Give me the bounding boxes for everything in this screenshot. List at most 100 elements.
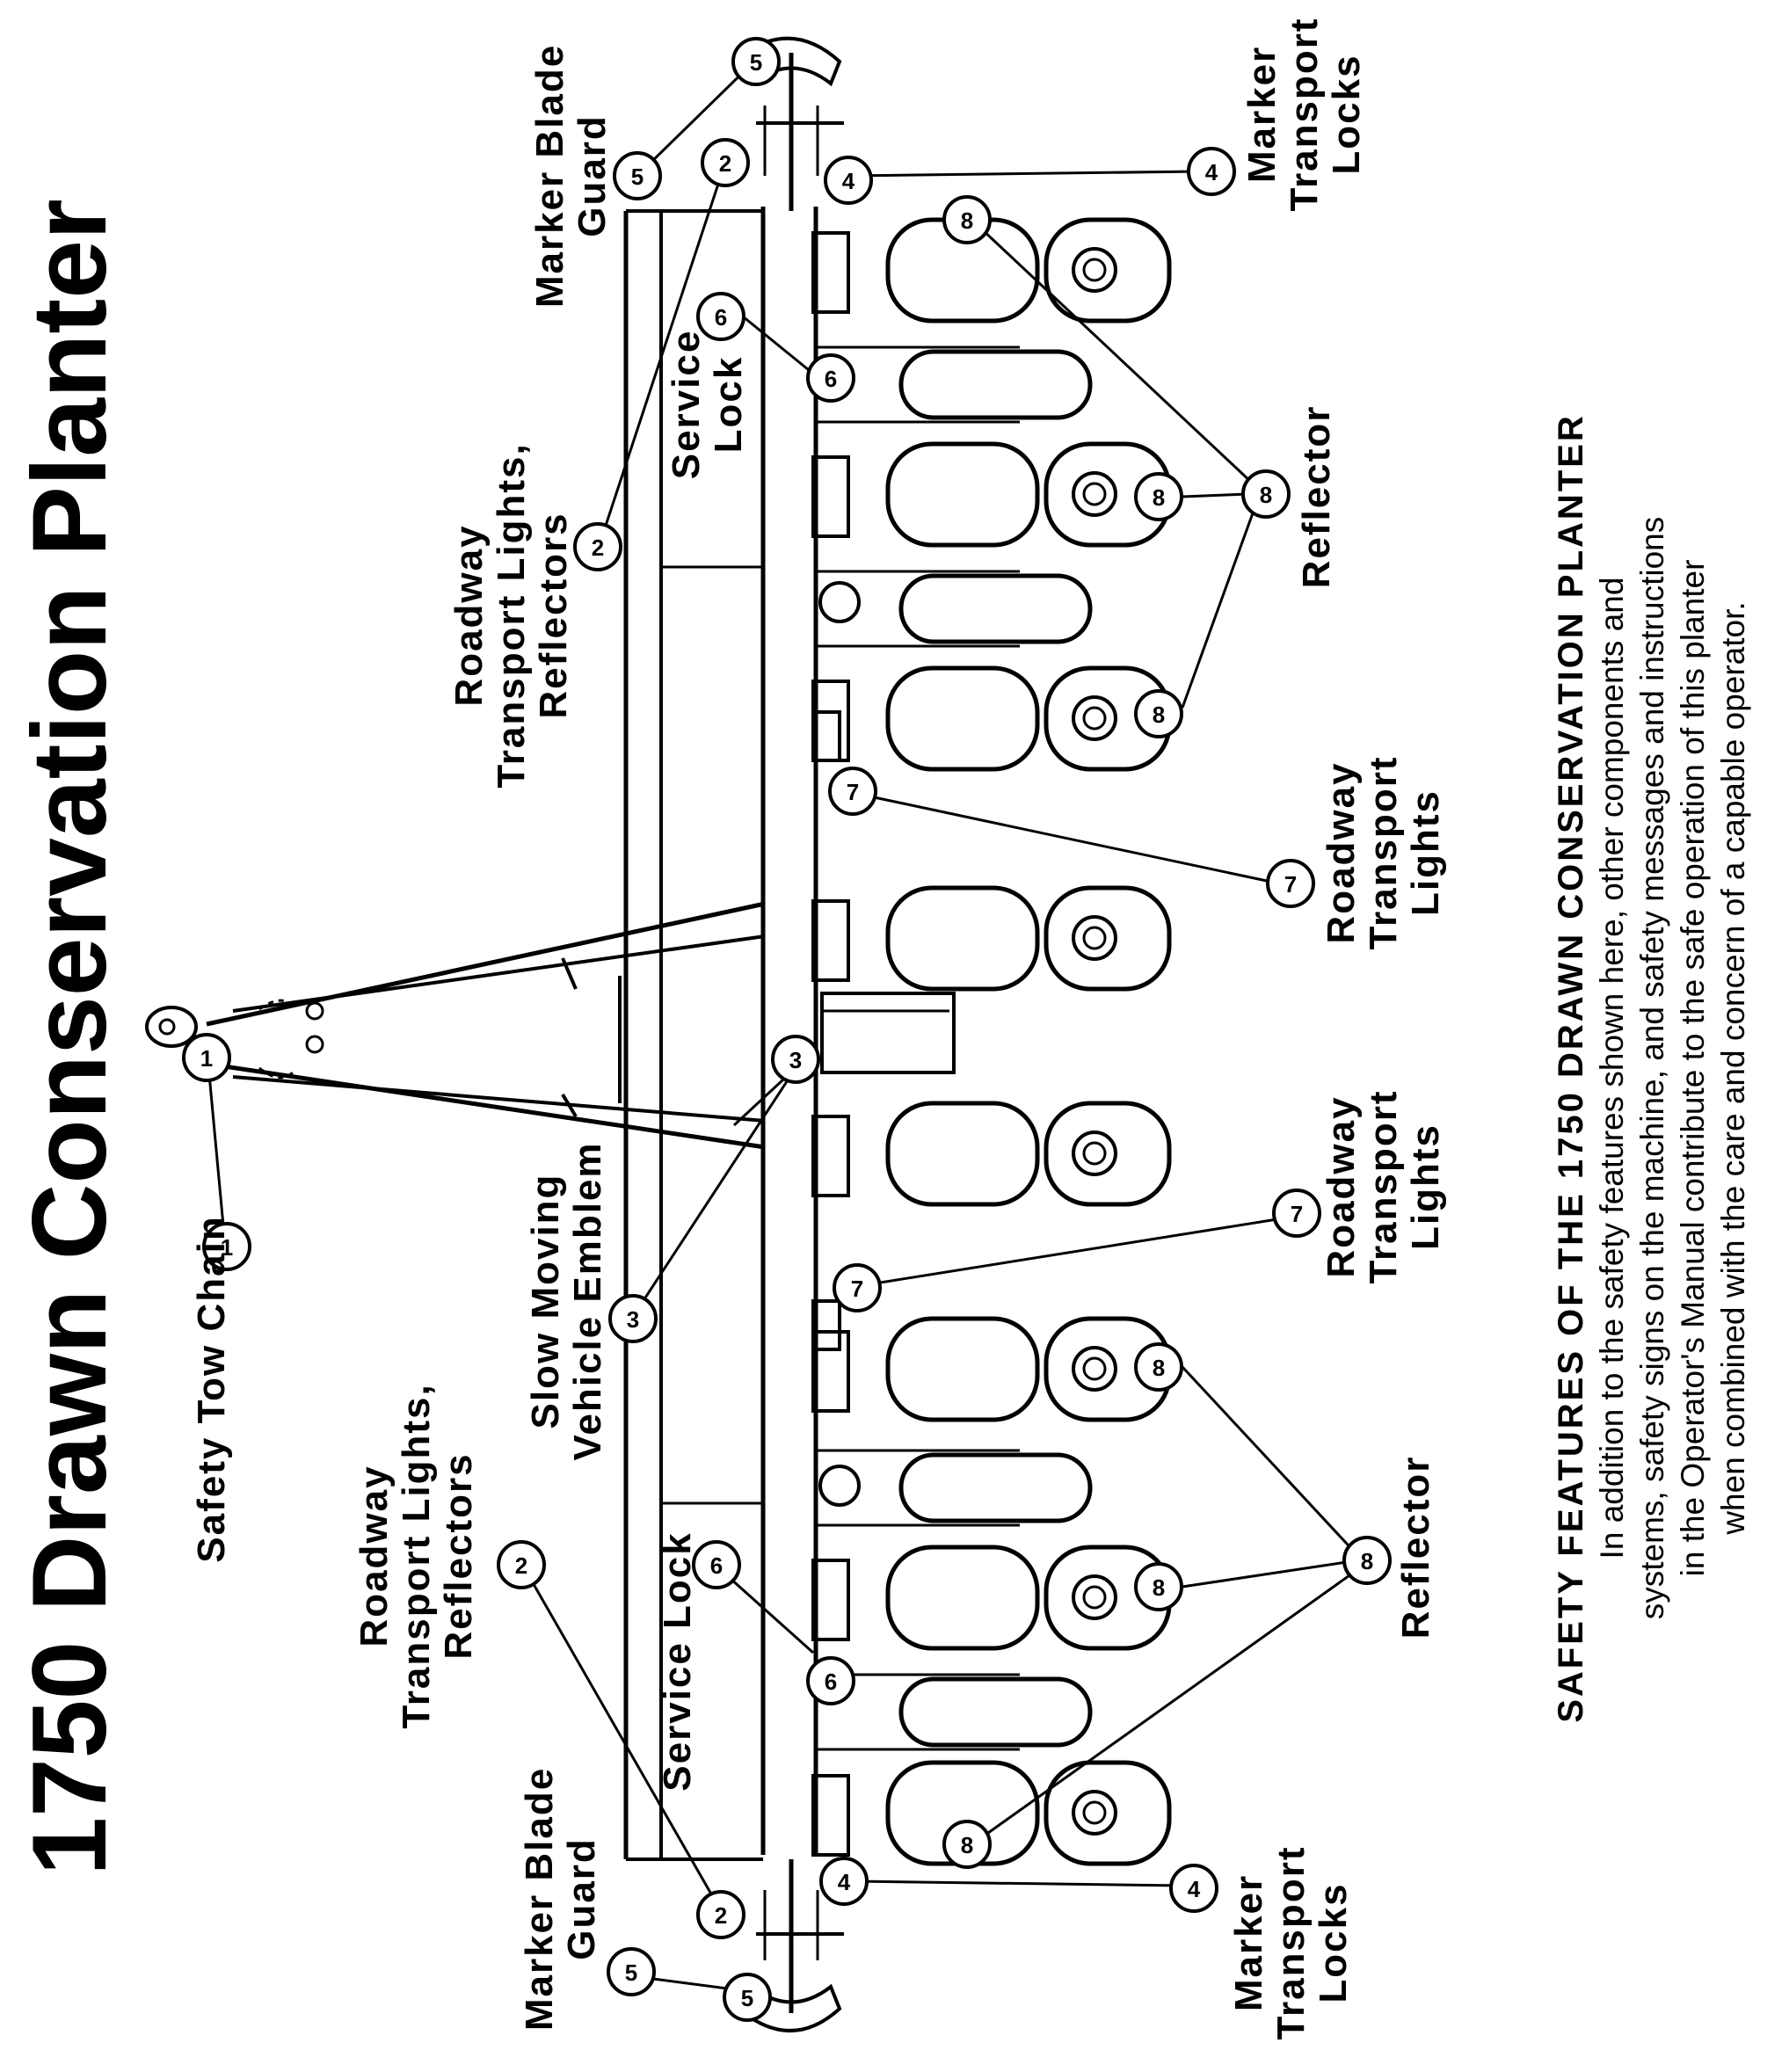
svg-text:3: 3: [789, 1047, 802, 1073]
svg-text:Reflector: Reflector: [1394, 1456, 1437, 1639]
callout-7-d: 7: [1272, 1189, 1321, 1238]
svg-text:4: 4: [1205, 159, 1218, 185]
svg-text:7: 7: [1291, 1201, 1303, 1227]
row-unit-10: [811, 1545, 1172, 1651]
callout-6-a: 6: [696, 292, 745, 341]
row-unit-2: [818, 345, 1093, 424]
row-unit-9: [818, 1449, 1093, 1527]
callout-5-c: 5: [607, 1947, 656, 1996]
svg-text:6: 6: [825, 1669, 837, 1695]
svg-text:8: 8: [1153, 1574, 1165, 1601]
row-unit-4: [818, 570, 1093, 648]
callout-2-c: 2: [497, 1540, 546, 1589]
planter-frame: [145, 36, 1172, 2032]
row-unit-1: [811, 217, 1172, 324]
svg-text:Transport: Transport: [1362, 1090, 1405, 1284]
svg-text:Guard: Guard: [571, 114, 614, 237]
svg-text:8: 8: [1260, 482, 1272, 508]
callout-6-b: 6: [806, 353, 855, 403]
label-roadway-transport-lights-top: Roadway Transport Lights: [1320, 756, 1447, 950]
label-service-lock-top: Service Lock: [665, 330, 750, 480]
row-unit-11: [818, 1673, 1093, 1751]
label-roadway-lights-reflectors-left: Roadway Transport Lights, Reflectors: [353, 1383, 480, 1728]
label-roadway-lights-reflectors-right: Roadway Transport Lights, Reflectors: [447, 442, 575, 788]
label-service-lock-bottom: Service Lock: [656, 1531, 699, 1792]
callout-2-a: 2: [701, 138, 750, 187]
svg-text:Transport: Transport: [1283, 18, 1326, 212]
callout-5-a: 5: [731, 37, 781, 86]
callout-8-h: 8: [942, 1820, 992, 1869]
svg-text:Roadway: Roadway: [1320, 761, 1363, 943]
svg-text:Locks: Locks: [1325, 54, 1368, 174]
svg-text:Slow Moving: Slow Moving: [524, 1174, 567, 1429]
svg-text:1: 1: [221, 1234, 233, 1261]
svg-text:Reflectors: Reflectors: [532, 512, 575, 718]
callout-5-b: 5: [613, 151, 662, 200]
callout-3-b: 3: [608, 1294, 658, 1343]
callout-4-b: 4: [1187, 147, 1236, 196]
svg-text:Transport Lights,: Transport Lights,: [490, 442, 533, 788]
svg-text:4: 4: [838, 1869, 851, 1895]
svg-text:Transport Lights,: Transport Lights,: [395, 1383, 438, 1728]
callout-8-d: 8: [1134, 689, 1183, 738]
svg-text:Marker: Marker: [1227, 1874, 1270, 2011]
page-title: 1750 Drawn Conservation Planter: [11, 199, 128, 1875]
callout-6-d: 6: [806, 1656, 855, 1705]
callout-3-a: 3: [771, 1035, 820, 1084]
callout-5-d: 5: [723, 1973, 772, 2022]
svg-text:1: 1: [200, 1045, 213, 1072]
svg-text:Lights: Lights: [1404, 789, 1447, 916]
label-marker-blade-guard-bottom: Marker Blade Guard: [518, 1767, 603, 2031]
callout-badges: 1 1 2 2 2 2 3 3 4 4 4 4 5 5 5 5 6 6 6 6 …: [182, 37, 1392, 2022]
svg-text:8: 8: [1153, 702, 1165, 728]
row-unit-7: [811, 1101, 1172, 1207]
safety-note-line: systems, safety signs on the machine, an…: [1634, 517, 1670, 1620]
callout-2-b: 2: [573, 522, 622, 571]
svg-text:Roadway: Roadway: [447, 524, 491, 706]
svg-text:5: 5: [631, 164, 644, 190]
svg-text:Service Lock: Service Lock: [656, 1531, 699, 1792]
label-reflector-bottom: Reflector: [1394, 1456, 1437, 1639]
callout-1-b: 1: [202, 1222, 251, 1271]
callout-2-d: 2: [696, 1890, 745, 1939]
svg-text:2: 2: [715, 1902, 727, 1929]
row-unit-5: [811, 665, 1172, 772]
marker-bottom: [736, 1859, 844, 2032]
svg-text:Reflector: Reflector: [1295, 405, 1338, 589]
safety-note-heading: SAFETY FEATURES OF THE 1750 DRAWN CONSER…: [1552, 413, 1590, 1723]
svg-text:8: 8: [1153, 484, 1165, 511]
svg-text:Marker Blade: Marker Blade: [518, 1767, 561, 2031]
svg-text:8: 8: [961, 207, 973, 234]
label-marker-transport-locks-bottom: Marker Transport Locks: [1227, 1846, 1355, 2040]
label-safety-tow-chain: Safety Tow Chain: [190, 1215, 233, 1562]
svg-text:Lock: Lock: [707, 356, 750, 454]
svg-text:8: 8: [1361, 1548, 1373, 1574]
svg-text:6: 6: [715, 304, 727, 331]
svg-text:6: 6: [825, 366, 837, 392]
svg-text:8: 8: [961, 1832, 973, 1858]
row-unit-6: [811, 885, 1172, 992]
leader-lines: [205, 51, 1360, 1993]
label-slow-moving-vehicle-emblem: Slow Moving Vehicle Emblem: [524, 1141, 609, 1460]
row-unit-8: [811, 1316, 1172, 1422]
row-unit-3: [811, 441, 1172, 548]
label-reflector-top: Reflector: [1295, 405, 1338, 589]
svg-text:Guard: Guard: [560, 1837, 603, 1960]
safety-note-line: in the Operator's Manual contribute to t…: [1675, 560, 1711, 1577]
callout-8-f: 8: [1134, 1562, 1183, 1611]
svg-text:Roadway: Roadway: [1320, 1095, 1363, 1277]
safety-note-line: when combined with the care and concern …: [1715, 601, 1751, 1535]
svg-text:Lights: Lights: [1404, 1123, 1447, 1250]
svg-text:Transport: Transport: [1362, 756, 1405, 950]
svg-text:7: 7: [851, 1276, 863, 1302]
callout-8-c: 8: [1241, 469, 1291, 519]
callout-8-a: 8: [942, 195, 992, 244]
safety-note-line: In addition to the safety features shown…: [1594, 578, 1630, 1559]
svg-text:3: 3: [627, 1306, 639, 1333]
svg-text:Reflectors: Reflectors: [437, 1452, 480, 1659]
callout-7-a: 7: [828, 767, 877, 816]
svg-text:8: 8: [1153, 1355, 1165, 1381]
svg-text:Safety Tow Chain: Safety Tow Chain: [190, 1215, 233, 1562]
svg-text:6: 6: [710, 1552, 723, 1579]
